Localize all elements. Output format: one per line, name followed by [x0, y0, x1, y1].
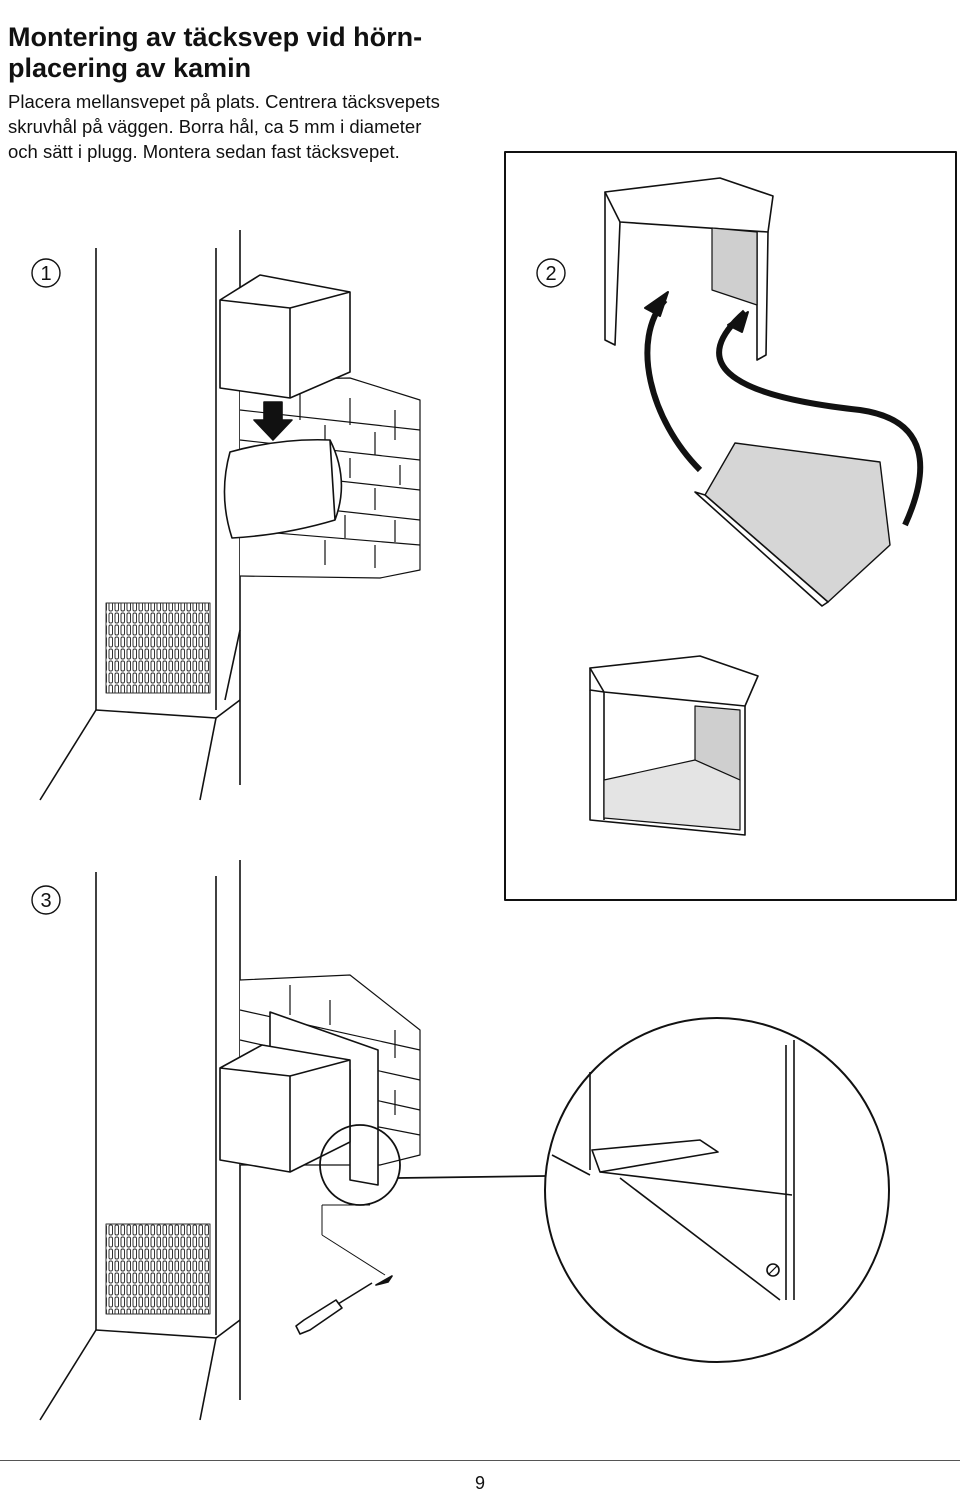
page-heading: Montering av täcksvep vid hörn- placerin… — [8, 22, 448, 84]
assembly-illustration: 1 2 3 — [31, 151, 957, 1421]
instruction-line-2: skruvhål på väggen. Borra hål, ca 5 mm i… — [8, 116, 422, 137]
step-number-1: 1 — [40, 263, 51, 285]
footer-rule — [0, 1460, 960, 1461]
page-number: 9 — [474, 1473, 485, 1493]
step-marker-2 — [536, 258, 566, 288]
step-1-illustration — [39, 230, 421, 801]
step-2-illustration — [504, 151, 957, 901]
step-marker-1 — [31, 258, 61, 288]
instruction-line-3: och sätt i plugg. Montera sedan fast täc… — [8, 141, 400, 162]
step-3-illustration — [39, 860, 890, 1421]
step-number-2: 2 — [545, 263, 556, 285]
step-number-3: 3 — [40, 890, 51, 912]
step-marker-3 — [31, 885, 61, 915]
heading-text: Montering av täcksvep vid hörn- placerin… — [8, 22, 423, 83]
instruction-text: Placera mellansvepet på plats. Centrera … — [8, 89, 478, 164]
instruction-line-1: Placera mellansvepet på plats. Centrera … — [8, 91, 440, 112]
